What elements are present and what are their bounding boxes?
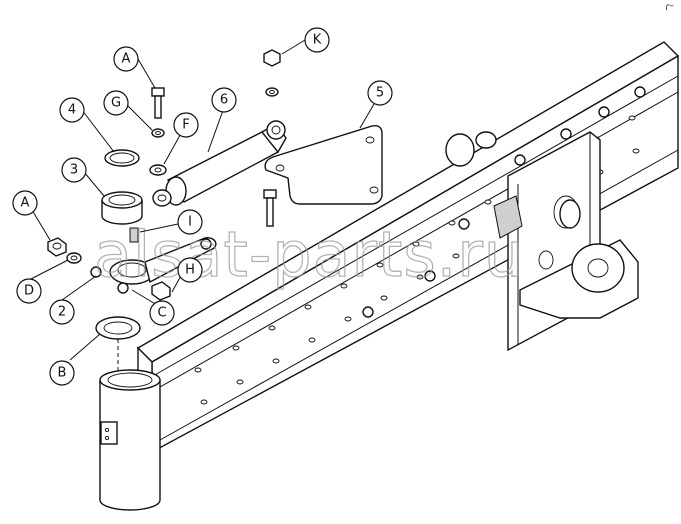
nut-c bbox=[151, 281, 171, 301]
callout-4: 4 bbox=[59, 97, 85, 123]
corner-mark: ╭– bbox=[664, 1, 674, 11]
callout-3: 3 bbox=[61, 157, 87, 183]
callout-b-label: B bbox=[58, 366, 67, 381]
callout-k: K bbox=[304, 27, 330, 53]
washer-g bbox=[151, 128, 165, 138]
nut-k bbox=[263, 49, 281, 97]
callout-4-label: 4 bbox=[68, 103, 76, 118]
frame-holes bbox=[194, 115, 640, 405]
frame-top-bolts bbox=[362, 86, 646, 318]
washer-d bbox=[66, 252, 82, 264]
callout-e: A bbox=[113, 46, 139, 72]
callout-c: C bbox=[149, 300, 175, 326]
washer-f bbox=[149, 164, 167, 176]
callout-g: G bbox=[103, 90, 129, 116]
callout-5: 5 bbox=[367, 80, 393, 106]
bracket-5 bbox=[264, 124, 383, 205]
watermark: alsat-parts.ru bbox=[94, 218, 524, 291]
callout-k-label: K bbox=[313, 33, 322, 48]
bolt-h bbox=[263, 189, 277, 227]
bolt-e bbox=[151, 87, 165, 119]
washer-b bbox=[95, 316, 141, 340]
callout-f-label: F bbox=[182, 118, 189, 133]
callout-a-label: A bbox=[21, 196, 30, 211]
callout-d-label: D bbox=[24, 284, 34, 299]
callout-c-label: C bbox=[157, 306, 166, 321]
cross-member bbox=[445, 131, 639, 352]
cylinder-6 bbox=[152, 120, 287, 207]
bushing-3 bbox=[101, 191, 143, 225]
callout-i: I bbox=[177, 209, 203, 235]
callout-6-label: 6 bbox=[220, 93, 228, 108]
callout-h: H bbox=[177, 257, 203, 283]
callout-d: D bbox=[16, 278, 42, 304]
callout-g-label: G bbox=[111, 96, 121, 111]
callout-b: B bbox=[49, 360, 75, 386]
steering-tube bbox=[99, 369, 161, 511]
nut-a bbox=[47, 237, 67, 257]
spacer-i bbox=[129, 227, 139, 243]
callout-6: 6 bbox=[211, 87, 237, 113]
ring-4 bbox=[104, 149, 140, 167]
callout-2: 2 bbox=[49, 299, 75, 325]
callout-a: A bbox=[12, 190, 38, 216]
callout-2-label: 2 bbox=[58, 305, 66, 320]
callout-h-label: H bbox=[185, 263, 195, 278]
callout-e-label: A bbox=[122, 52, 131, 67]
callout-5-label: 5 bbox=[376, 86, 384, 101]
callout-3-label: 3 bbox=[70, 163, 78, 178]
callout-i-label: I bbox=[188, 215, 192, 230]
steering-arm bbox=[90, 237, 217, 294]
callout-f: F bbox=[173, 112, 199, 138]
